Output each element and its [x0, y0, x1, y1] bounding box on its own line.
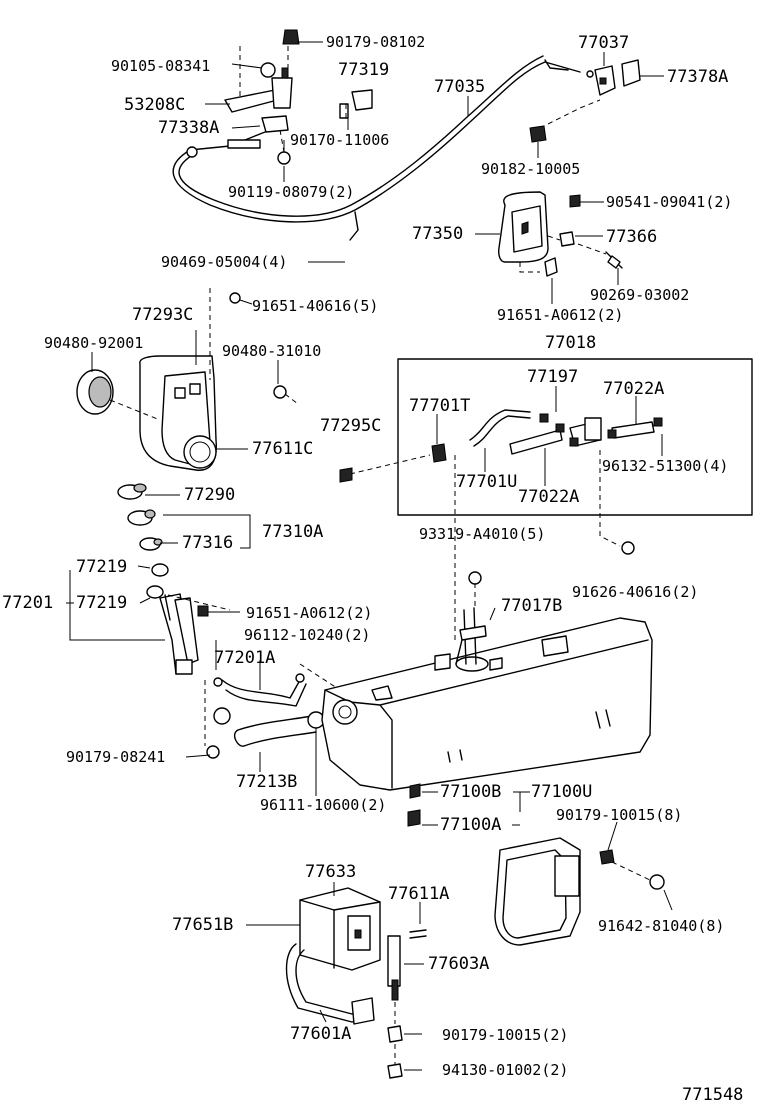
- part-label-91651-A0612-mid: 91651-A0612(2): [246, 604, 373, 622]
- part-label-94130-01002: 94130-01002(2): [442, 1061, 569, 1079]
- part-label-90182-10005: 90182-10005: [481, 160, 581, 178]
- part-label-77319: 77319: [338, 60, 390, 80]
- part-label-77018: 77018: [545, 333, 597, 353]
- part-label-91642-81040: 91642-81040(8): [598, 917, 725, 935]
- part-label-53208C: 53208C: [124, 95, 186, 115]
- part-label-90480-92001: 90480-92001: [44, 334, 144, 352]
- part-label-77350: 77350: [412, 224, 464, 244]
- part-label-91626-40616: 91626-40616(2): [572, 583, 699, 601]
- part-label-77378A: 77378A: [667, 67, 729, 87]
- part-label-77611A: 77611A: [388, 884, 450, 904]
- part-label-77601A: 77601A: [290, 1024, 352, 1044]
- part-label-77295C: 77295C: [320, 416, 382, 436]
- tank-band-right: [494, 837, 665, 946]
- part-label-77338A: 77338A: [158, 118, 220, 138]
- part-label-77611C: 77611C: [252, 439, 314, 459]
- part-label-77290: 77290: [184, 485, 236, 505]
- part-label-77701T: 77701T: [409, 396, 471, 416]
- sender-gauge-77017B: [455, 607, 489, 672]
- part-label-90170-11006: 90170-11006: [290, 131, 390, 149]
- filler-hose-77213B: [234, 715, 317, 747]
- part-label-77219-a: 77219: [76, 557, 128, 577]
- part-label-90105-08341: 90105-08341: [111, 57, 211, 75]
- breather-hose-77201A: [221, 679, 307, 707]
- part-label-77310A: 77310A: [262, 522, 324, 542]
- grommet-90480-92001: [76, 369, 114, 415]
- part-label-77201A: 77201A: [214, 648, 276, 668]
- part-label-77100B: 77100B: [440, 782, 502, 802]
- part-label-77633: 77633: [305, 862, 357, 882]
- part-label-77037: 77037: [578, 33, 630, 53]
- filler-pipe: [146, 563, 199, 675]
- part-label-90469-05004: 90469-05004(4): [161, 253, 288, 271]
- part-label-77035: 77035: [434, 77, 486, 97]
- part-label-90179-10015-2: 90179-10015(2): [442, 1026, 569, 1044]
- part-label-90179-10015-8: 90179-10015(8): [556, 806, 683, 824]
- part-label-77017B: 77017B: [501, 596, 563, 616]
- part-label-96132-51300: 96132-51300(4): [602, 457, 729, 475]
- tank-band-77601A: [285, 943, 375, 1025]
- fuel-valve-assembly-box: [397, 358, 753, 516]
- part-label-77366: 77366: [606, 227, 658, 247]
- part-label-77603A: 77603A: [428, 954, 490, 974]
- part-label-77293C: 77293C: [132, 305, 194, 325]
- part-label-90269-03002: 90269-03002: [590, 286, 690, 304]
- fuel-tank: [321, 617, 653, 791]
- crossmember-77633: [299, 887, 381, 971]
- part-label-77219-b: 77219: [76, 593, 128, 613]
- fuel-lid-opener-cable: [172, 55, 581, 241]
- part-label-77022A-top: 77022A: [603, 379, 665, 399]
- fuel-lid-hinge: [529, 59, 641, 143]
- grommet-stack: [117, 483, 163, 551]
- part-label-77213B: 77213B: [236, 772, 298, 792]
- part-label-93319-A4010: 93319-A4010(5): [419, 525, 546, 543]
- part-label-77201: 77201: [2, 593, 54, 613]
- part-label-90179-08102: 90179-08102: [326, 33, 426, 51]
- part-label-91651-40616: 91651-40616(5): [252, 297, 379, 315]
- part-label-96112-10240: 96112-10240(2): [244, 626, 371, 644]
- bolt-77603A: [387, 929, 427, 1001]
- fuel-filler-lid: [498, 191, 623, 277]
- lever-bracket: [224, 29, 373, 165]
- part-label-77651B: 77651B: [172, 915, 234, 935]
- filler-opening-box: [139, 355, 217, 471]
- part-label-90179-08241: 90179-08241: [66, 748, 166, 766]
- part-label-77022A-bottom: 77022A: [518, 487, 580, 507]
- part-label-77197: 77197: [527, 367, 579, 387]
- part-label-90119-08079: 90119-08079(2): [228, 183, 355, 201]
- part-label-77100U: 77100U: [531, 782, 593, 802]
- part-label-91651-A0612-top: 91651-A0612(2): [497, 306, 624, 324]
- leader-lines: [66, 41, 673, 1071]
- part-label-77701U: 77701U: [456, 472, 518, 492]
- part-label-77316: 77316: [182, 533, 234, 553]
- part-label-90480-31010: 90480-31010: [222, 342, 322, 360]
- part-label-90541-09041: 90541-09041(2): [606, 193, 733, 211]
- vent-hoses-and-valves: [431, 409, 663, 463]
- part-label-77100A: 77100A: [440, 815, 502, 835]
- part-label-96111-10600: 96111-10600(2): [260, 796, 387, 814]
- figure-number: 771548: [682, 1085, 744, 1105]
